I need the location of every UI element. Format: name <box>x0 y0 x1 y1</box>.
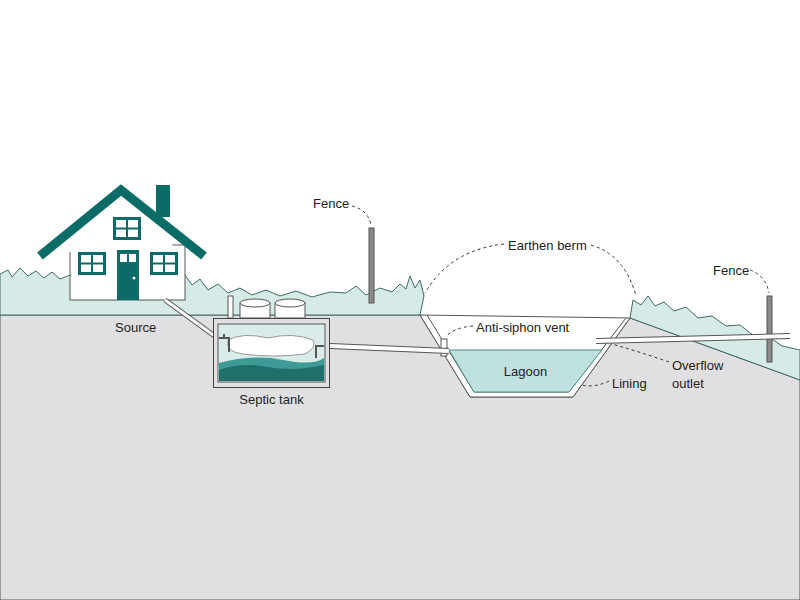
tank-riser <box>228 296 233 318</box>
leader-line <box>446 326 473 337</box>
leader-line <box>750 270 769 293</box>
source-pipe <box>165 300 216 337</box>
window <box>113 217 141 240</box>
window <box>78 252 106 275</box>
house <box>40 185 204 300</box>
window <box>78 252 106 275</box>
window <box>81 255 91 263</box>
window <box>116 230 126 238</box>
chimney <box>156 185 170 217</box>
lagoon-pit <box>420 315 630 397</box>
tank-riser <box>240 299 270 307</box>
pipe-connector <box>330 346 449 351</box>
window <box>116 220 126 228</box>
septic-tank: Septic tank <box>213 318 330 388</box>
part-label: Earthen berm <box>508 238 587 253</box>
lagoon-water <box>449 350 602 392</box>
source-pipe <box>165 300 216 337</box>
leader-line <box>581 381 609 386</box>
inlet-tee <box>219 334 229 352</box>
part-label-box: Fence <box>313 194 349 212</box>
leader-line <box>425 244 504 293</box>
window <box>93 265 103 273</box>
node-text: Lagoon <box>504 364 547 379</box>
door <box>117 250 139 300</box>
door <box>129 254 136 262</box>
house-wall <box>70 245 185 300</box>
house-roof <box>40 190 204 256</box>
part-label: Anti-siphon vent <box>476 320 569 335</box>
part-label: Lining <box>612 376 647 391</box>
part-label: Source <box>115 320 156 335</box>
window <box>165 255 175 263</box>
overflow-pipe <box>596 336 790 341</box>
leader-line <box>591 245 636 296</box>
window <box>153 255 163 263</box>
lagoon-water: Lagoon <box>449 350 602 392</box>
tank-housing <box>214 319 330 388</box>
tank-chamber <box>218 324 325 382</box>
part-label-box: Source <box>115 318 156 336</box>
source-pipe <box>165 300 216 337</box>
window <box>153 265 163 273</box>
leader-line <box>612 344 669 362</box>
fence-post <box>369 228 374 303</box>
part-label-box: Fence <box>713 261 749 279</box>
outlet-tee <box>316 346 324 358</box>
part-label: Fence <box>313 196 349 211</box>
pipe-outline <box>330 346 449 351</box>
node-outline <box>213 318 330 388</box>
window <box>128 230 138 238</box>
door <box>117 250 139 300</box>
part-label-box: Earthen berm <box>508 236 587 254</box>
tank-scum <box>228 335 314 356</box>
fence-post <box>767 296 772 362</box>
leader-line <box>352 206 371 225</box>
window <box>128 220 138 228</box>
door <box>133 277 136 280</box>
window <box>113 217 141 240</box>
window <box>81 265 91 273</box>
tank-sludge <box>219 365 324 381</box>
part-label: Fence <box>713 263 749 278</box>
lining-line <box>427 315 626 392</box>
ground <box>0 315 800 600</box>
pipe-bore <box>330 346 449 351</box>
overflow-pipe <box>596 336 790 341</box>
part-label: Overflow outlet <box>672 358 723 391</box>
door <box>120 254 127 262</box>
window <box>150 252 178 275</box>
tank-riser <box>228 296 305 318</box>
window <box>93 255 103 263</box>
window <box>165 265 175 273</box>
part-label-box: Lining <box>612 374 647 392</box>
overflow-pipe <box>596 336 790 341</box>
part-label-box: Anti-siphon vent <box>476 318 569 336</box>
node-text: Septic tank <box>239 392 303 407</box>
part-label-box: Overflow outlet <box>672 356 734 392</box>
window <box>150 252 178 275</box>
grass <box>0 268 424 315</box>
tank-riser <box>275 299 305 307</box>
